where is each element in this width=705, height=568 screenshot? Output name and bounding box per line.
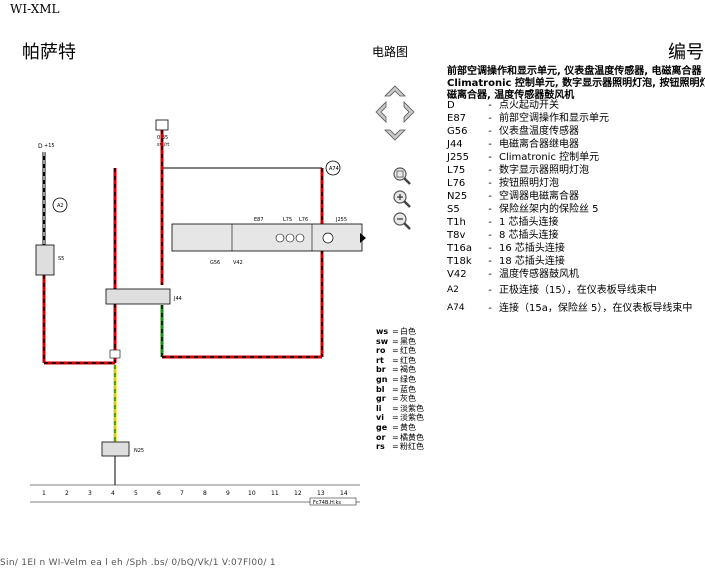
diagram-type-label: 电路图 [372,45,409,59]
wire-ge-bl [160,305,322,359]
arrow-left-icon[interactable] [375,101,387,123]
lamp-l75 [275,233,305,243]
number-label: 编号 [668,42,704,63]
vehicle-title: 帕萨特 [22,42,76,63]
blower-v42 [322,232,334,244]
legend-item: T1h-1 芯插头连接 [447,217,559,228]
svg-text:8: 8 [203,490,207,497]
legend-item: L76-按钮照明灯泡 [447,178,559,189]
continue-arrow-icon [360,233,366,243]
title-line: 前部空调操作和显示单元, 仪表盘温度传感器, 电磁离合器 [447,66,702,77]
svg-text:V42: V42 [233,260,243,266]
document-header: WI-XML [10,2,60,16]
title-line: 磁离合器, 温度传感器鼓风机 [447,90,575,101]
legend-item: A2-正极连接（15），在仪表板导线束中 [447,284,657,296]
grid-scale: 1 2 3 4 5 6 7 8 9 10 11 12 13 14 [42,490,348,497]
color-key-item: or=橘黄色 [376,432,424,442]
legend-item: T18k-18 芯插头连接 [447,256,565,267]
arrow-down-icon[interactable] [384,129,406,141]
terminal-label: D [38,143,43,150]
legend-item: T8v-8 芯插头连接 [447,230,559,241]
svg-text:4: 4 [111,490,115,497]
component-legend: D-点火起动开关 E87-前部空调操作和显示单元 G56-仪表盘温度传感器 J4… [447,99,692,317]
color-key-item: sw=黑色 [376,336,416,346]
legend-item: J44-电磁离合器继电器 [447,139,579,150]
zoom-out-icon[interactable] [392,211,412,231]
color-key-item: bl=蓝色 [376,384,416,394]
diagram-title-block: 前部空调操作和显示单元, 仪表盘温度传感器, 电磁离合器 Climatronic… [447,66,705,102]
legend-item: S5-保险丝架内的保险丝 5 [447,204,599,215]
zoom-fit-icon[interactable] [392,166,412,186]
clutch-n25 [101,441,130,457]
legend-item: N25-空调器电磁离合器 [447,191,579,202]
svg-text:A74: A74 [329,166,339,172]
page-footer: Sin/ 1EI n WI-Velm ea l eh /Sph .bs/ 0/b… [0,558,276,568]
svg-text:11: 11 [271,490,279,497]
svg-text:+15: +15 [44,143,55,149]
color-key-item: li=淡紫色 [376,403,424,413]
color-key-item: gn=绿色 [376,374,416,384]
legend-item: A74-连接（15a，保险丝 5），在仪表板导线束中 [447,302,693,314]
legend-item: D-点火起动开关 [447,100,559,111]
svg-text:3: 3 [88,490,92,497]
svg-text:7: 7 [180,490,184,497]
svg-text:2: 2 [65,490,69,497]
arrow-up-icon[interactable] [384,85,406,97]
svg-text:1: 1 [42,490,46,497]
diagram-reference: Fc74B.H:ks [313,500,341,506]
legend-item: V42-温度传感器鼓风机 [447,269,579,280]
legend-item: E87-前部空调操作和显示单元 [447,113,609,124]
control-unit-e87 [171,223,363,252]
svg-text:14: 14 [340,490,348,497]
legend-item: J255-Climatronic 控制单元 [447,152,600,163]
connector-circle [325,160,341,176]
svg-text:L76: L76 [299,217,308,223]
fuse-top [155,119,169,131]
svg-text:12: 12 [294,490,302,497]
color-key-item: ge=黄色 [376,422,416,432]
connector-t1h [109,349,121,359]
pan-controls [375,85,415,141]
svg-text:J44: J44 [173,296,182,302]
wire-color-key: ws=白色 sw=黑色 ro=红色 rt=红色 br=褐色 gn=绿色 bl=蓝… [376,327,424,452]
zoom-in-icon[interactable] [392,189,412,209]
color-key-item: gr=灰色 [376,394,416,404]
fuse-s5 [35,244,55,276]
connector-circle [52,197,68,213]
title-line: Climatronic 控制单元, 数字显示器照明灯泡, 按钮照明灯泡 [447,78,705,89]
relay-j44 [105,288,171,305]
circuit-diagram: D +15 A2 S5 0.35 sw/rt J44 N [30,119,366,506]
arrow-right-icon[interactable] [403,101,415,123]
color-key-item: ws=白色 [376,327,416,336]
svg-text:S5: S5 [58,256,64,262]
svg-text:13: 13 [317,490,325,497]
svg-text:L75: L75 [283,217,292,223]
legend-item: G56-仪表盘温度传感器 [447,126,579,137]
legend-item: L75-数字显示器照明灯泡 [447,165,589,176]
svg-text:9: 9 [226,490,230,497]
color-key-item: ro=红色 [376,346,416,356]
color-key-item: rt=红色 [376,355,416,365]
svg-text:E87: E87 [254,217,264,223]
svg-text:N25: N25 [134,448,144,454]
color-key-item: br=褐色 [376,365,416,375]
legend-item: T16a-16 芯插头连接 [447,243,565,254]
color-key-item: rs=粉红色 [376,442,424,452]
svg-text:5: 5 [134,490,138,497]
svg-text:G56: G56 [210,260,220,266]
svg-text:6: 6 [157,490,161,497]
color-key-item: vi=淡紫色 [376,413,424,423]
svg-text:10: 10 [248,490,256,497]
svg-text:J255: J255 [335,217,347,223]
svg-text:A2: A2 [57,203,64,209]
